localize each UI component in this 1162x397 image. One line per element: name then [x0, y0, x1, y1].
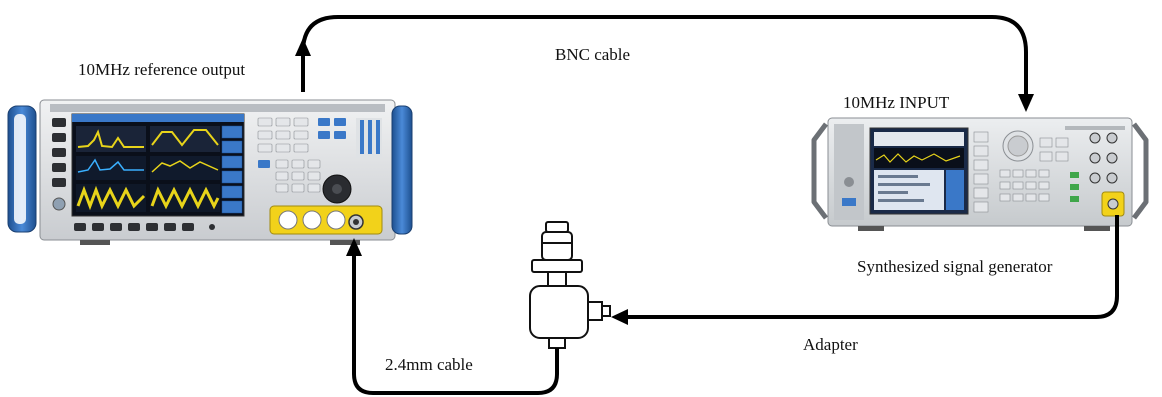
input-label: 10MHz INPUT [843, 93, 949, 113]
cable-24mm-label: 2.4mm cable [385, 355, 473, 375]
ref-output-label: 10MHz reference output [78, 60, 245, 80]
adapter-label: Adapter [803, 335, 858, 355]
arrow-left-icon [611, 309, 628, 325]
bnc-cable-label: BNC cable [555, 45, 630, 65]
power-splitter-adapter-icon [530, 222, 610, 348]
arrow-up-icon [295, 38, 311, 56]
signal-generator-icon [814, 118, 1146, 231]
generator-label: Synthesized signal generator [857, 257, 1052, 277]
bnc-cable-line [303, 17, 1026, 96]
signal-analyzer-icon [8, 100, 412, 245]
arrow-down-icon [1018, 94, 1034, 112]
